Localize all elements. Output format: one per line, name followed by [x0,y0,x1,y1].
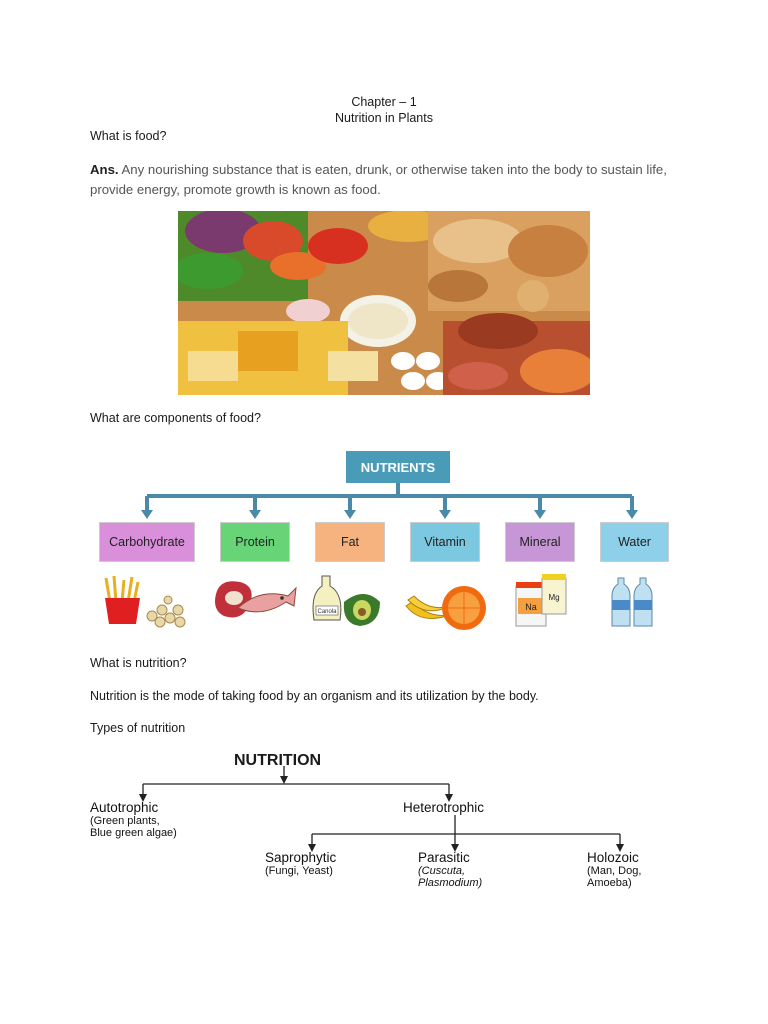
nutrient-water: Water [600,522,669,562]
nutrient-protein: Protein [220,522,290,562]
nutrient-mineral: Mineral [505,522,575,562]
answer-text-2: provide energy, promote growth is known … [90,182,381,197]
node-parasitic: Parasitic (Cuscuta, Plasmodium) [418,850,482,889]
node-saprophytic: Saprophytic (Fungi, Yeast) [265,850,336,877]
fries-icon [104,575,186,628]
question-what-is-food: What is food? [90,129,167,143]
node-holozoic: Holozoic (Man, Dog, Amoeba) [587,850,641,889]
nutrient-carbohydrate: Carbohydrate [99,522,195,562]
parasitic-examples-2: Plasmodium) [418,877,483,889]
meat-fish-icon [215,581,297,618]
node-heterotrophic: Heterotrophic [403,800,484,815]
nutrient-vitamin: Vitamin [410,522,480,562]
heterotrophic-label: Heterotrophic [403,800,485,815]
tree-root-nutrition: NUTRITION [234,752,322,769]
chapter-title: Nutrition in Plants [335,111,433,125]
canola-label: Canola [317,609,337,615]
holozoic-label: Holozoic [587,850,639,865]
parasitic-examples-1: (Cuscuta, [418,865,466,877]
nutrients-title: NUTRIENTS [346,451,450,483]
answer-text-1: Any nourishing substance that is eaten, … [121,162,667,177]
autotrophic-examples-1: (Green plants, [90,815,160,827]
nutrient-fat: Fat [315,522,385,562]
mineral-jar-icon: Na Mg [515,574,567,627]
question-components: What are components of food? [90,411,261,425]
autotrophic-examples-2: Blue green algae) [90,827,177,839]
saprophytic-label: Saprophytic [265,850,337,865]
mg-label: Mg [548,593,559,602]
node-autotrophic: Autotrophic (Green plants, Blue green al… [90,800,177,839]
answer-paragraph: Ans. Any nourishing substance that is ea… [90,160,680,200]
na-label: Na [525,602,537,612]
autotrophic-label: Autotrophic [90,800,159,815]
food-photo [178,211,590,395]
fruit-icon [405,586,486,630]
saprophytic-examples: (Fungi, Yeast) [265,865,333,877]
chapter-number: Chapter – 1 [351,95,417,109]
holozoic-examples-2: Amoeba) [587,877,632,889]
types-of-nutrition-heading: Types of nutrition [90,721,186,735]
answer-label: Ans. [90,162,119,177]
nutrients-connectors [141,483,638,519]
nutrition-tree-lines [139,766,624,852]
question-what-is-nutrition: What is nutrition? [90,656,187,670]
nutrition-definition: Nutrition is the mode of taking food by … [90,689,539,703]
holozoic-examples-1: (Man, Dog, [587,865,642,877]
oil-avocado-icon: Canola [312,575,380,626]
parasitic-label: Parasitic [418,850,470,865]
water-bottle-icon [611,577,653,627]
